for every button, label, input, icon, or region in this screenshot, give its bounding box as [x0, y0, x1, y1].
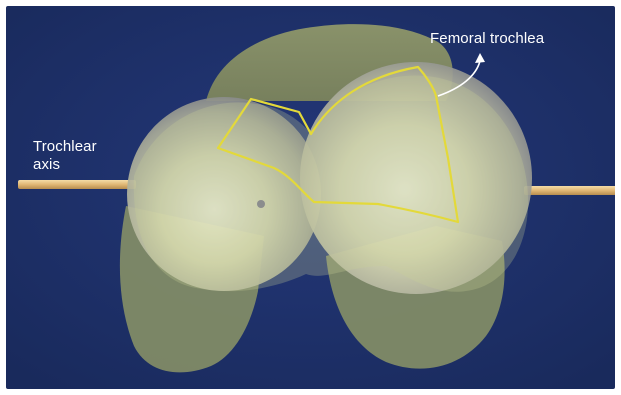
femur-diagram-svg: [6, 6, 615, 389]
femoral-trochlea-label: Femoral trochlea: [430, 30, 544, 48]
trochlear-axis-label: Trochlear axis: [33, 138, 143, 174]
surface-spot: [257, 200, 265, 208]
femur-diagram-scene: [6, 6, 615, 389]
trochlear-axis-rod-right: [524, 186, 615, 195]
trochlear-axis-label-line1: Trochlear: [33, 138, 143, 156]
trochlear-axis-rod-left: [18, 180, 136, 189]
trochlear-axis-label-line2: axis: [33, 156, 143, 174]
